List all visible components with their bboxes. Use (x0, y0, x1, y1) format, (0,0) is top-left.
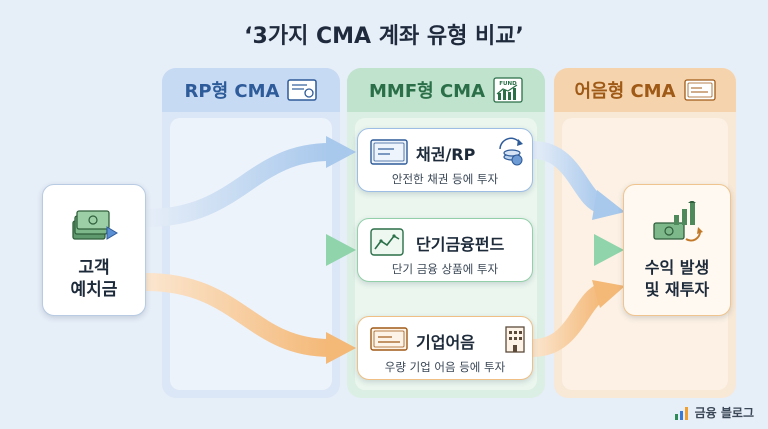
svg-text:FUND: FUND (499, 81, 517, 87)
fund-chart-icon: FUND (493, 77, 523, 103)
commercial-paper-box: 기업어음 우량 기업 어음 등에 투자 (357, 316, 533, 380)
profit-reinvest-box: 수익 발생 및 재투자 (623, 184, 731, 316)
bond-rp-box: 채권/RP 안전한 채권 등에 투자 (357, 128, 533, 192)
short-term-fund-desc: 단기 금융 상품에 투자 (391, 262, 499, 276)
arrow-bond-to-result (532, 141, 606, 214)
bill-note-icon (683, 79, 716, 101)
arrow-source-to-bill (145, 273, 331, 357)
profit-reinvest-label: 수익 발생 및 재투자 (624, 257, 730, 301)
certificate-icon (287, 79, 318, 101)
arrow-head-result-bottom (592, 280, 625, 308)
profit-reinvest-line2: 및 재투자 (644, 280, 710, 299)
commercial-paper-name: 기업어음 (416, 333, 475, 352)
blog-footer-label: 금융 블로그 (694, 406, 754, 420)
column-header-mmf: MMF형 CMA FUND (347, 68, 545, 112)
money-growth-icon (653, 201, 703, 242)
customer-deposit-line2: 예치금 (70, 280, 118, 300)
office-building-icon (505, 326, 525, 353)
column-label-mmf: MMF형 CMA (369, 81, 485, 102)
arrow-head-fund (326, 234, 356, 266)
arrow-head-result-mid (594, 234, 624, 266)
bond-rp-name: 채권/RP (416, 145, 476, 164)
arrow-head-result-top (592, 190, 625, 220)
customer-deposit-label: 고객 예치금 (43, 257, 145, 301)
arrow-head-bill (326, 332, 356, 364)
column-header-bill: 어음형 CMA (554, 68, 736, 112)
arrow-head-bond (326, 136, 356, 168)
line-chart-icon (370, 228, 404, 256)
diagram-title: ‘3가지 CMA 계좌 유형 비교’ (244, 24, 524, 49)
customer-deposit-line1: 고객 (78, 258, 110, 278)
column-label-bill: 어음형 CMA (574, 81, 676, 102)
bond-rp-desc: 안전한 채권 등에 투자 (391, 172, 499, 186)
column-header-rp: RP형 CMA (162, 68, 340, 112)
commercial-paper-desc: 우량 기업 어음 등에 투자 (384, 360, 506, 374)
short-term-fund-name: 단기금융펀드 (416, 235, 505, 254)
promissory-note-icon (370, 327, 408, 351)
customer-deposit-box: 고객 예치금 (42, 184, 146, 316)
column-label-rp: RP형 CMA (184, 81, 280, 102)
short-term-fund-box: 단기금융펀드 단기 금융 상품에 투자 (357, 218, 533, 282)
arrow-bill-to-result (532, 283, 607, 357)
arrow-source-to-bond (145, 143, 331, 227)
blog-footer: 금융 블로그 (674, 404, 754, 421)
cash-stack-icon (72, 210, 118, 240)
coin-cycle-icon (499, 137, 523, 166)
profit-reinvest-line1: 수익 발생 (644, 258, 710, 277)
bond-certificate-icon (370, 139, 408, 165)
bar-chart-icon (674, 406, 688, 420)
